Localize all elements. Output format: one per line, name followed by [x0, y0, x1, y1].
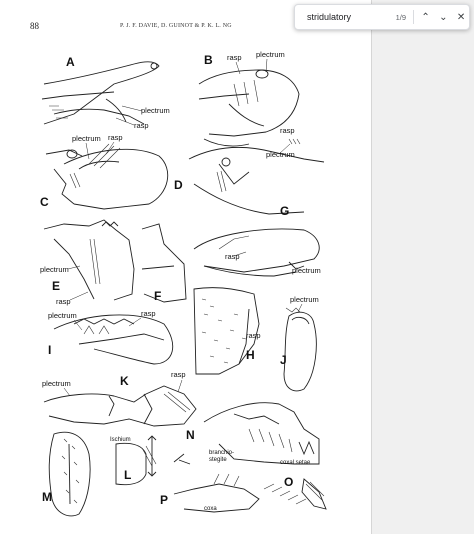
panel-letter-a: A [66, 55, 75, 69]
panel-h: H rasp [193, 287, 261, 375]
chevron-down-icon[interactable]: ⌄ [439, 11, 448, 23]
label-rasp-c: rasp [108, 133, 123, 142]
panel-c: C plectrum rasp [40, 133, 169, 210]
label-plectrum-k: plectrum [42, 379, 71, 388]
panel-g: G rasp plectrum [193, 204, 321, 277]
panel-a: A plectrum rasp [41, 55, 170, 130]
label-branchiostegite-2: stegite [209, 457, 227, 463]
label-rasp-e: rasp [56, 297, 71, 306]
panel-o: O [263, 475, 327, 510]
panel-letter-e: E [52, 279, 60, 293]
panel-letter-k: K [120, 374, 129, 388]
label-plectrum-j: plectrum [48, 311, 77, 320]
panel-m: M [42, 431, 91, 517]
panel-letter-c: C [40, 195, 49, 209]
label-coxal-setae: coxal setae [280, 460, 311, 466]
divider [412, 10, 414, 24]
match-count: 1/9 [395, 12, 407, 22]
label-rasp-b: rasp [227, 53, 242, 62]
label-rasp-k: rasp [171, 370, 186, 379]
label-plectrum-i: plectrum [290, 295, 319, 304]
panel-letter-b: B [204, 53, 213, 67]
running-head: P. J. F. DAVIE, D. GUINOT & P. K. L. NG [120, 23, 232, 29]
panel-letter-d: D [174, 178, 183, 192]
panel-l: L Ischium [110, 435, 157, 486]
label-rasp-a: rasp [134, 121, 149, 130]
panel-n: N coxal setae [186, 402, 320, 466]
label-coxa: coxa [204, 506, 217, 512]
panel-d: D rasp plectrum [174, 126, 325, 215]
label-branchiostegite: branchio- [209, 450, 234, 456]
panel-k: K plectrum rasp [42, 370, 197, 427]
panel-letter-g: G [280, 204, 289, 218]
panel-letter-l: L [124, 468, 131, 482]
panel-letter-p: P [160, 493, 168, 507]
panel-i: J plectrum [280, 295, 319, 392]
chevron-up-icon[interactable]: ⌃ [421, 11, 430, 23]
label-rasp-d: rasp [280, 126, 295, 135]
page-number: 88 [30, 21, 39, 31]
label-rasp-g: rasp [225, 252, 240, 261]
viewer-background [371, 0, 474, 534]
figure-plate: A plectrum rasp B rasp plectrum [40, 50, 327, 517]
label-plectrum-d: plectrum [266, 150, 295, 159]
label-plectrum-e: plectrum [40, 265, 69, 274]
label-rasp-h: rasp [246, 331, 261, 340]
find-input[interactable] [307, 12, 387, 22]
panel-letter-f: F [154, 289, 161, 303]
label-plectrum-g: plectrum [292, 266, 321, 275]
pdf-page: 88 P. J. F. DAVIE, D. GUINOT & P. K. L. … [30, 21, 327, 517]
panel-letter-i: J [280, 353, 287, 367]
panel-letter-m: M [42, 490, 52, 504]
label-plectrum-c: plectrum [72, 134, 101, 143]
panel-letter-h: H [246, 348, 255, 362]
panel-j: I plectrum rasp [48, 309, 174, 365]
panel-letter-o: O [284, 475, 293, 489]
label-plectrum-a: plectrum [141, 106, 170, 115]
panel-letter-n: N [186, 428, 195, 442]
find-bar: 1/9 ⌃ ⌄ ✕ [294, 4, 470, 30]
close-icon[interactable]: ✕ [456, 11, 466, 23]
panel-e: E plectrum rasp [40, 219, 135, 306]
label-plectrum-b: plectrum [256, 50, 285, 59]
panel-p: P branchio- stegite coxa [160, 450, 260, 513]
panel-b: B rasp plectrum [198, 50, 300, 147]
label-ischium: Ischium [110, 437, 131, 443]
panel-f: F [141, 223, 187, 303]
panel-letter-j: I [48, 343, 51, 357]
label-rasp-j: rasp [141, 309, 156, 318]
